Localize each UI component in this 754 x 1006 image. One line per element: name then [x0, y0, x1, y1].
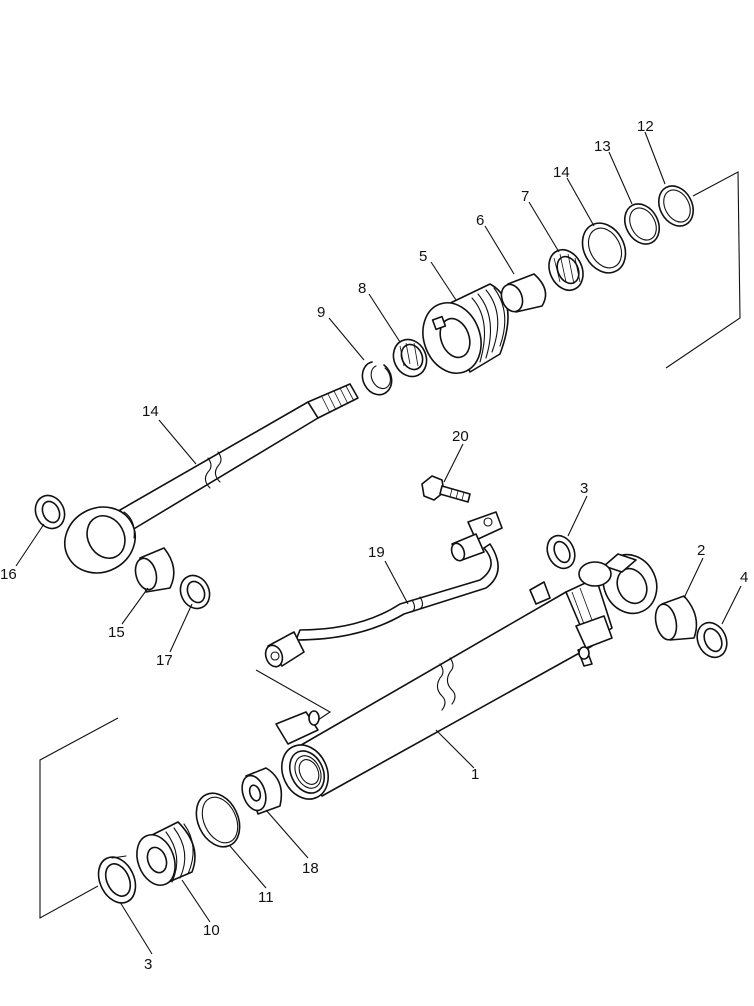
part-piston-rod: [64, 383, 359, 574]
part-bushing-2: [654, 595, 698, 641]
part-ring-7: [392, 338, 428, 378]
part-bushing-5: [500, 273, 547, 313]
label-part-13: 15: [108, 624, 125, 641]
label-part-19: 19: [368, 544, 385, 561]
part-ring-3-a: [546, 534, 576, 570]
label-part-14-a: 16: [0, 566, 17, 583]
label-part-8: 9: [317, 304, 325, 321]
part-cylinder-tube: [275, 553, 658, 800]
part-cylinder-head: [422, 283, 509, 374]
label-part-3-b: 4: [740, 569, 748, 586]
part-bolt-20: [421, 475, 471, 503]
label-part-18: 18: [302, 860, 319, 877]
part-nut-18: [241, 767, 283, 815]
label-part-15: 10: [203, 922, 220, 939]
part-oring-11: [581, 222, 627, 274]
leader-lines: [15, 131, 742, 955]
part-ring-10: [623, 203, 661, 245]
part-seal-16: [97, 855, 137, 904]
part-snap-ring: [361, 361, 393, 396]
part-ring-14-b: [179, 574, 211, 610]
part-pipe-19: [264, 511, 503, 668]
part-oring-9: [657, 185, 695, 227]
label-part-20: 20: [452, 428, 469, 445]
part-number-labels: 12 13 14 7 6 5 8 9 14 16 15 17 20 19 3 2…: [0, 118, 748, 973]
label-part-16: 3: [144, 956, 152, 973]
part-wear-ring-17: [195, 792, 241, 848]
part-piston-15: [136, 821, 196, 886]
part-bushing-13: [134, 547, 175, 593]
label-part-5: 6: [476, 212, 484, 229]
label-part-11: 14: [553, 164, 570, 181]
label-part-14-b: 17: [156, 652, 173, 669]
label-part-4: 5: [419, 248, 427, 265]
label-part-10: 13: [594, 138, 611, 155]
label-part-12: 14: [142, 403, 159, 420]
label-part-6: 7: [521, 188, 529, 205]
label-part-7: 8: [358, 280, 366, 297]
part-ring-3-b: [696, 621, 728, 659]
part-bearing-6: [548, 249, 584, 291]
label-part-9: 12: [637, 118, 654, 135]
label-part-2: 2: [697, 542, 705, 559]
label-part-1: 1: [471, 766, 479, 783]
label-part-3-a: 3: [580, 480, 588, 497]
label-part-17: 11: [258, 889, 274, 906]
part-ring-14-a: [34, 494, 66, 530]
assembly-guide-lines: [39, 171, 741, 919]
